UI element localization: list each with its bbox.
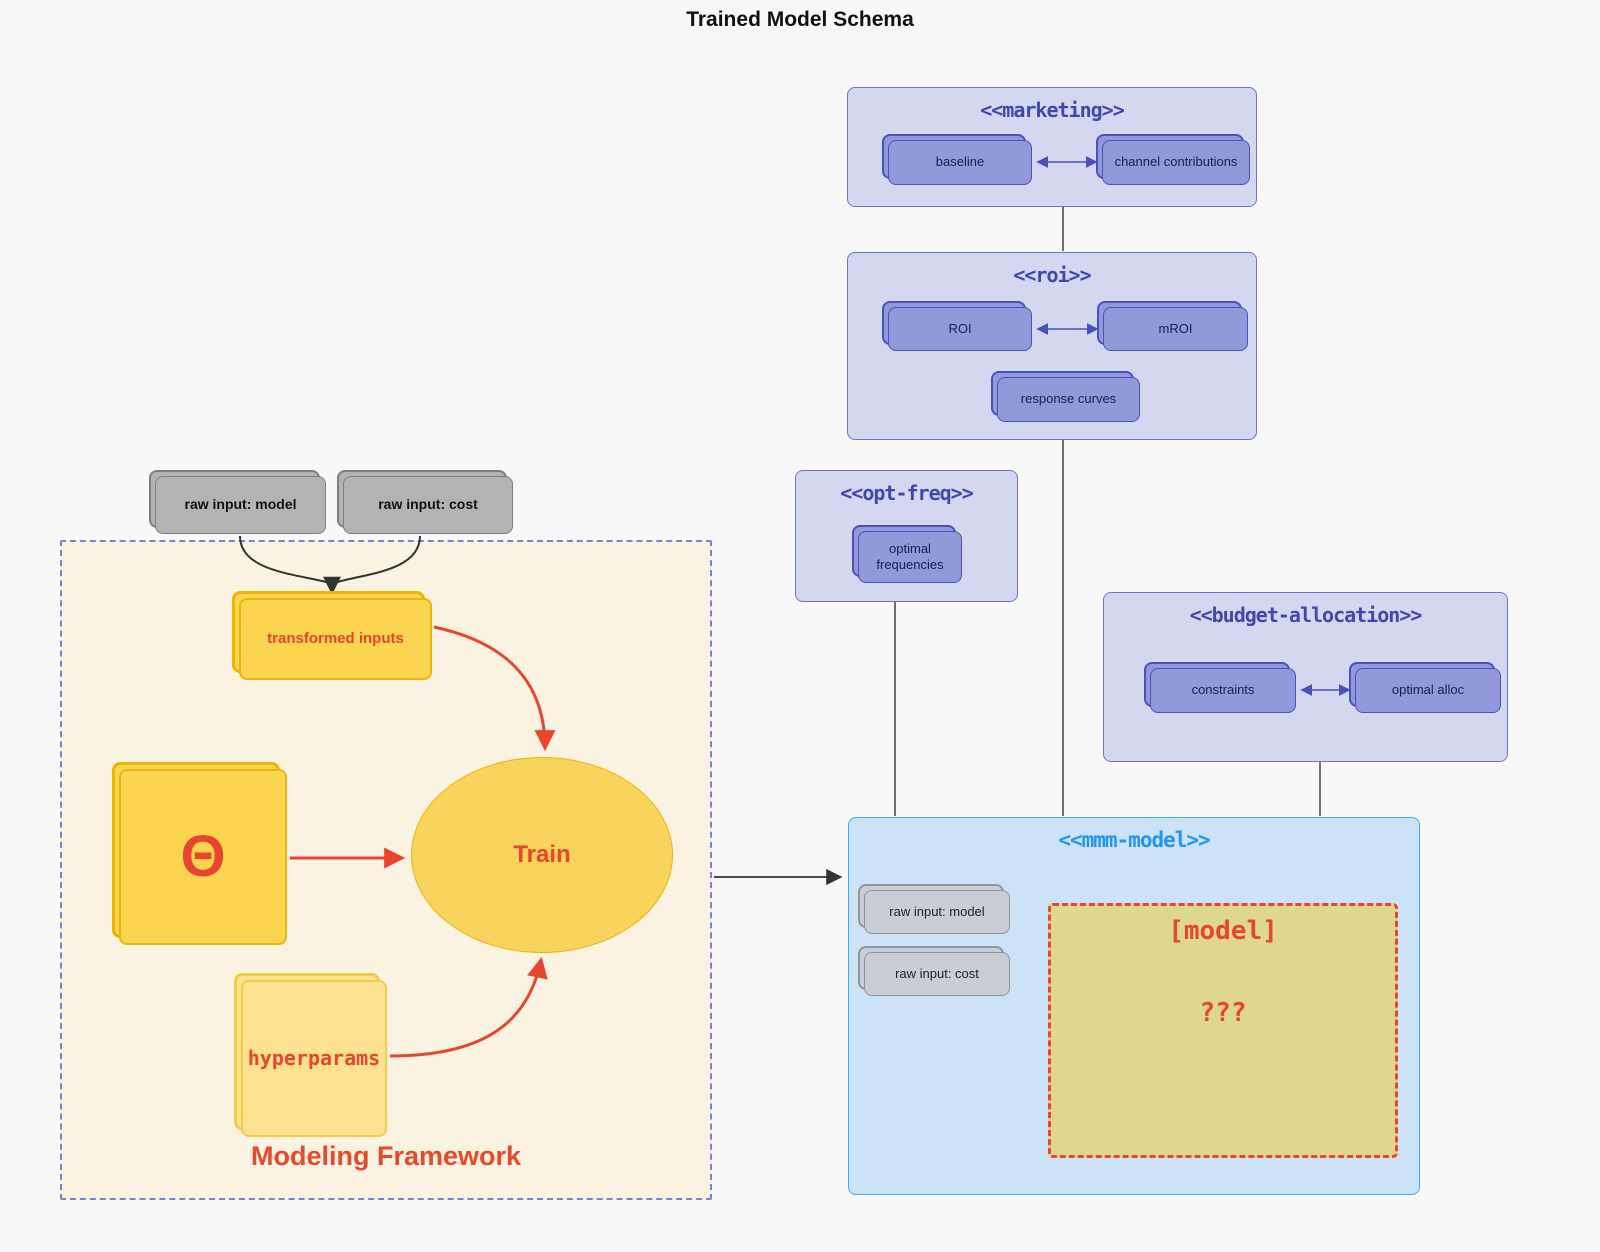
- node-response-curves: response curves: [997, 377, 1140, 422]
- cluster-modeling-framework-title: Modeling Framework: [250, 1141, 522, 1171]
- node-raw-input-cost: raw input: cost: [343, 476, 513, 534]
- node-channel-contributions: channel contributions: [1102, 140, 1250, 185]
- node-model-placeholder-title: [model]: [1168, 916, 1278, 946]
- cluster-marketing-title: <<marketing>>: [980, 98, 1125, 122]
- node-theta-label: Θ: [180, 823, 226, 889]
- node-mmm-raw-input-model-label: raw input: model: [889, 903, 985, 919]
- node-constraints: constraints: [1150, 668, 1296, 713]
- cluster-budget-allocation-title: <<budget-allocation>>: [1189, 603, 1423, 627]
- cluster-opt-freq-title: <<opt-freq>>: [840, 481, 974, 505]
- node-model-placeholder-body: ???: [1199, 998, 1247, 1028]
- node-mmm-raw-input-model: raw input: model: [864, 890, 1010, 934]
- node-optimal-alloc: optimal alloc: [1355, 668, 1501, 713]
- cluster-mmm-model-title: <<mmm-model>>: [1058, 828, 1210, 852]
- node-raw-input-model-label: raw input: model: [184, 496, 297, 513]
- node-train: Train: [411, 757, 673, 953]
- node-mmm-raw-input-cost: raw input: cost: [864, 952, 1010, 996]
- node-model-placeholder: [model] ???: [1048, 903, 1398, 1158]
- node-train-label: Train: [513, 841, 571, 868]
- node-optimal-frequencies-label: optimal frequencies: [876, 540, 944, 572]
- node-theta: Θ: [119, 769, 287, 945]
- node-roi: ROI: [888, 307, 1032, 351]
- node-raw-input-model: raw input: model: [155, 476, 326, 534]
- node-transformed-inputs: transformed inputs: [239, 598, 432, 680]
- node-transformed-inputs-label: transformed inputs: [267, 629, 404, 647]
- node-baseline: baseline: [888, 140, 1032, 185]
- node-mmm-raw-input-cost-label: raw input: cost: [895, 965, 979, 981]
- node-mroi-label: mROI: [1158, 320, 1193, 336]
- cluster-roi-title: <<roi>>: [1013, 263, 1091, 287]
- node-channel-contributions-label: channel contributions: [1114, 154, 1238, 170]
- page-title: Trained Model Schema: [686, 8, 914, 31]
- node-roi-label: ROI: [948, 320, 972, 336]
- node-baseline-label: baseline: [935, 154, 985, 170]
- node-hyperparams: hyperparams: [241, 980, 387, 1137]
- node-hyperparams-label: hyperparams: [247, 1046, 381, 1070]
- node-constraints-label: constraints: [1191, 682, 1255, 698]
- node-response-curves-label: response curves: [1020, 391, 1117, 407]
- node-optimal-alloc-label: optimal alloc: [1391, 682, 1465, 698]
- node-optimal-frequencies: optimal frequencies: [858, 531, 962, 583]
- node-raw-input-cost-label: raw input: cost: [378, 496, 478, 513]
- node-mroi: mROI: [1103, 307, 1248, 351]
